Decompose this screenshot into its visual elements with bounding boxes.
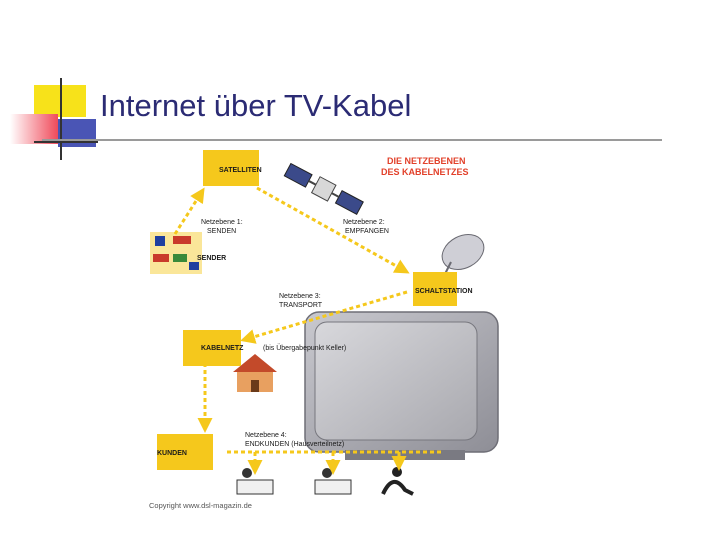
television-illustration: [304, 311, 499, 460]
label-sender: SENDER: [197, 255, 226, 262]
dish-antenna-icon: [441, 233, 485, 279]
label-netzebene-1-title: Netzebene 1:: [201, 219, 243, 226]
title-divider: [42, 139, 662, 141]
label-kabelnetz-note: (bis Übergabepunkt Keller): [263, 344, 346, 352]
label-schaltstation: SCHALTSTATION: [415, 288, 473, 295]
label-netzebene-4-desc: ENDKUNDEN (Hausverteilnetz): [245, 441, 344, 448]
tv-base: [345, 450, 465, 460]
arrow-satellite-to-schaltstation: [256, 186, 410, 274]
deco-vertical-line: [60, 78, 62, 160]
diagram-heading-line1: DIE NETZEBENEN: [387, 156, 466, 166]
label-netzebene-2-desc: EMPFANGEN: [345, 228, 389, 235]
satellite-icon: [283, 162, 364, 216]
copyright-text: Copyright www.dsl-magazin.de: [149, 501, 252, 510]
deco-horizontal-line: [34, 141, 98, 143]
box-schaltstation: [413, 272, 457, 306]
label-netzebene-4-title: Netzebene 4:: [245, 432, 287, 439]
cable-network-diagram: DIE NETZEBENEN DES KABELNETZES SATELLITE…: [149, 150, 499, 510]
box-kunden: [157, 434, 213, 470]
tv-channel-logos-icon: [150, 232, 202, 274]
label-netzebene-2-title: Netzebene 2:: [343, 219, 385, 226]
diagram-heading-line2: DES KABELNETZES: [381, 167, 469, 177]
label-netzebene-3-desc: TRANSPORT: [279, 302, 323, 309]
flow-arrows: [173, 186, 443, 475]
arrow-schaltstation-to-kabelnetz: [240, 290, 408, 344]
label-kabelnetz: KABELNETZ: [201, 345, 244, 352]
label-satelliten: SATELLITEN: [219, 167, 262, 174]
end-customers-icon: [236, 467, 414, 496]
tv-screen: [314, 321, 478, 441]
label-kunden: KUNDEN: [157, 450, 187, 457]
house-icon: [233, 354, 277, 392]
arrow-sender-to-satellite: [173, 187, 205, 235]
label-netzebene-3-title: Netzebene 3:: [279, 293, 321, 300]
box-kabelnetz: [183, 330, 241, 366]
box-satelliten: [203, 150, 259, 186]
label-netzebene-1-desc: SENDEN: [207, 228, 236, 235]
page-title: Internet über TV-Kabel: [100, 88, 412, 123]
